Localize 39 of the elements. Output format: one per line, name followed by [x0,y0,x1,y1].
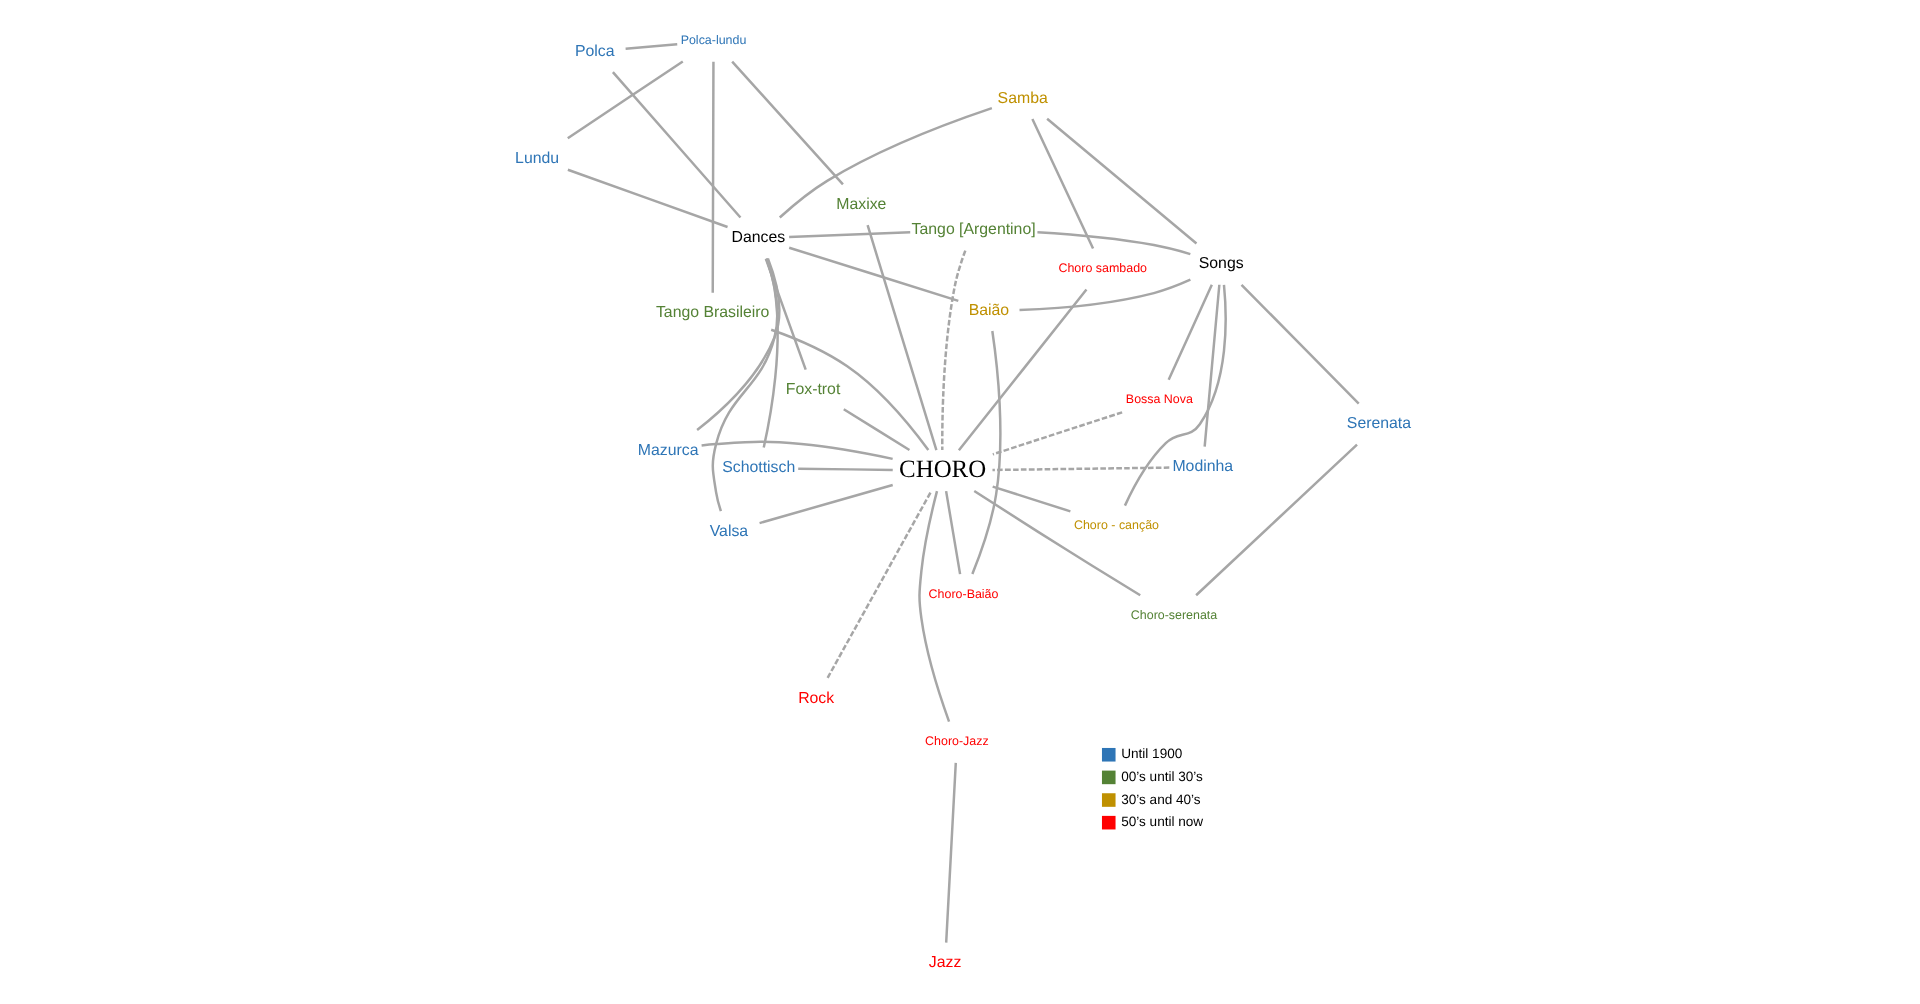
connector [826,490,933,679]
connector [1031,118,1095,250]
connector [567,60,684,140]
connector [1123,284,1227,507]
connector [788,246,959,303]
connector [866,224,938,451]
connector [1037,231,1191,256]
connector [941,250,967,450]
connector [798,467,893,472]
connector [764,258,807,371]
connector [770,328,930,451]
connector [992,485,1071,513]
connector [1240,283,1360,405]
connector [567,168,728,229]
connector [611,71,742,219]
connector [1167,284,1213,381]
connector [625,42,678,50]
connector [701,440,893,461]
connector [1046,117,1198,245]
connector [992,411,1123,456]
connector [944,762,958,943]
connector [731,60,844,186]
connector [971,330,1002,575]
connector [759,483,894,525]
connector [711,258,779,512]
node-text: CHORO [899,454,987,483]
connector [789,231,911,239]
connector [696,258,781,432]
connector [992,466,1170,472]
connector [843,408,911,452]
connector [973,490,1141,597]
connector [778,107,993,219]
connector [957,288,1088,451]
connector [918,490,951,722]
connector [944,490,962,575]
connector [1019,278,1191,312]
connector [1203,284,1221,447]
connector [1195,443,1358,597]
connector [711,61,715,293]
